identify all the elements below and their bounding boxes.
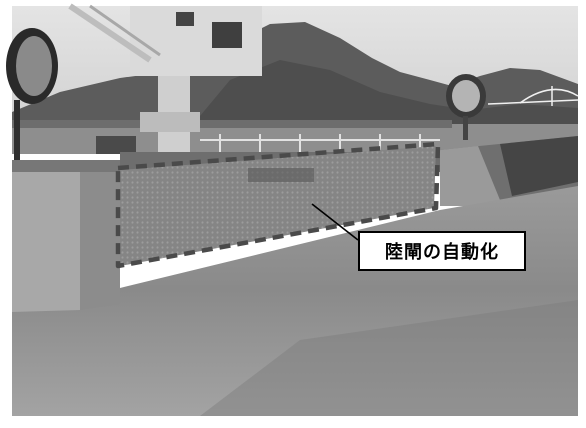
distant-bridge [487, 86, 579, 106]
callout-leader-line [311, 203, 359, 241]
land-gate-panel [120, 146, 436, 266]
concrete-wall [12, 160, 120, 312]
left-traffic-mirror [6, 28, 58, 166]
right-traffic-mirror [446, 74, 486, 140]
gate-highlight-outline [115, 141, 441, 269]
callout-label: 陸閘の自動化 [358, 231, 526, 271]
crane [68, 3, 262, 154]
callout-label-text: 陸閘の自動化 [385, 242, 499, 263]
